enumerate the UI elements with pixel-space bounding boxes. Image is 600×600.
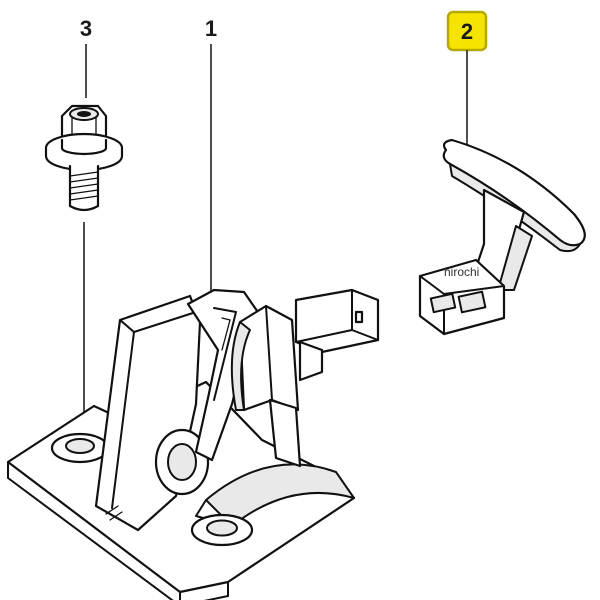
part-3-bolt: 3 [44,16,124,420]
callout-2: 2 [461,19,473,44]
watermark: hirochi [444,265,479,279]
part-2-handle: 2 hirochi [418,10,586,336]
callout-3: 3 [80,16,92,41]
callout-1: 1 [205,16,217,41]
part-1-latch: 1 [6,16,380,600]
